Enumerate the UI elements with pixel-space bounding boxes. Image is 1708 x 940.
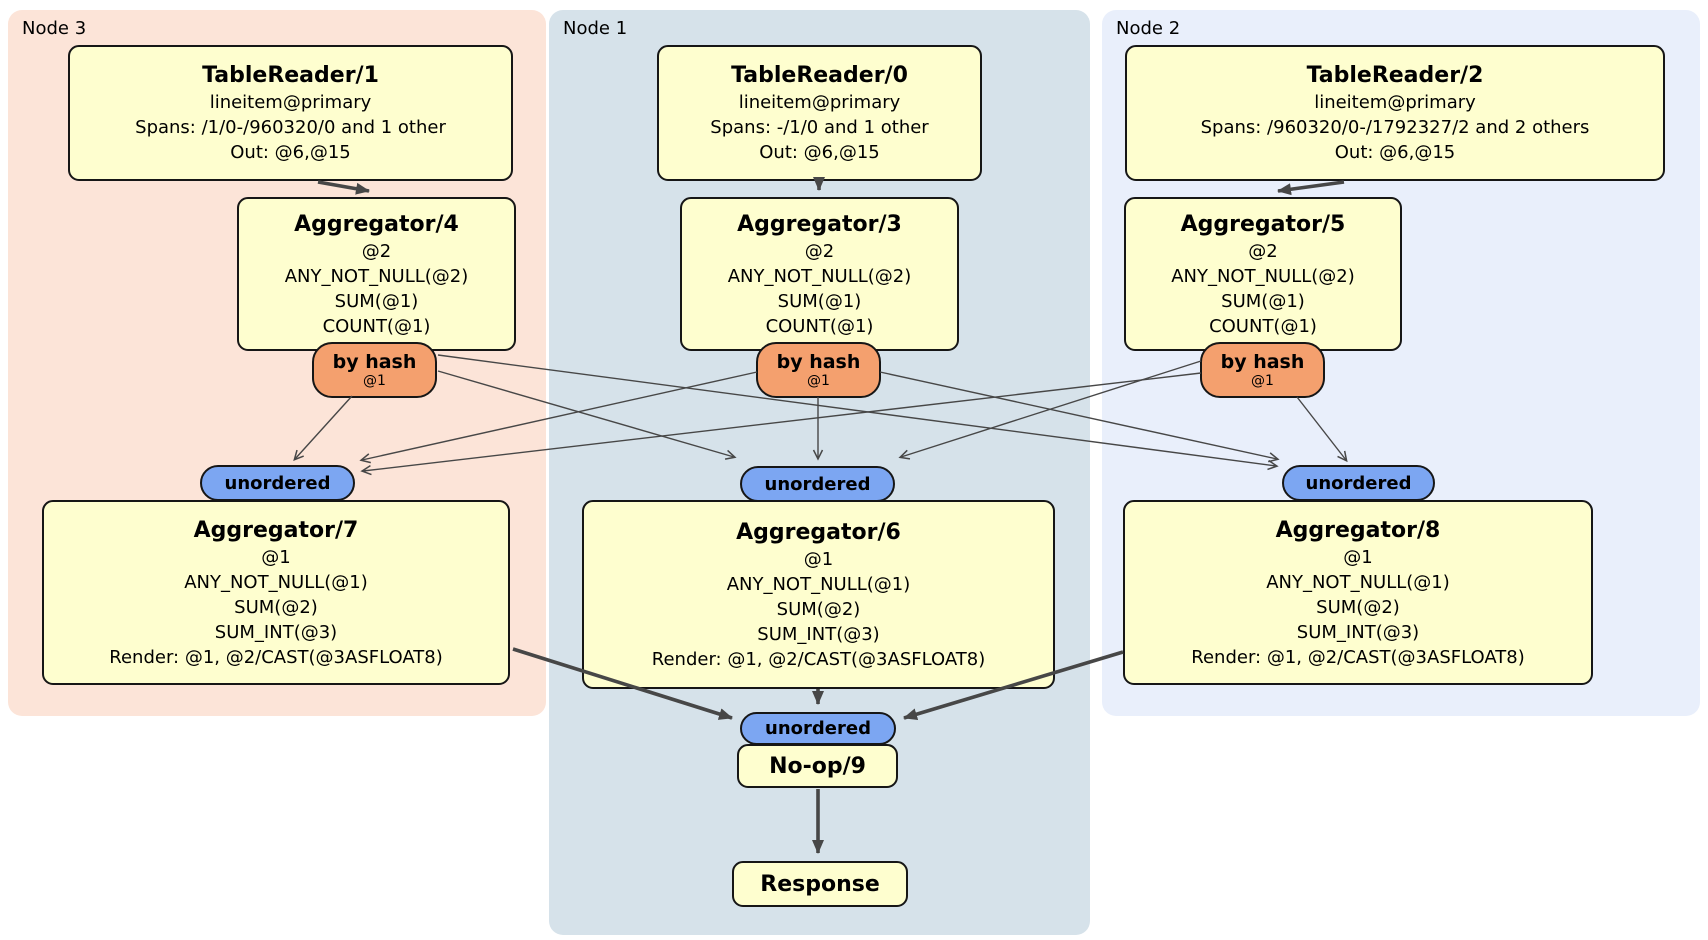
sync-unordered-node3: unordered <box>200 465 355 501</box>
router-detail: @1 <box>1251 372 1274 389</box>
sync-unordered-node1: unordered <box>740 466 895 502</box>
processor-title: Aggregator/6 <box>736 519 901 545</box>
processor-title: Aggregator/3 <box>737 211 902 237</box>
sync-unordered-final: unordered <box>740 712 896 745</box>
router-label: by hash <box>1220 350 1305 373</box>
processor-detail: SUM_INT(@3) <box>757 623 880 645</box>
processor-detail: Spans: /960320/0-/1792327/2 and 2 others <box>1200 117 1590 138</box>
processor-title: Response <box>760 871 880 897</box>
processor-detail: SUM_INT(@3) <box>1296 621 1420 643</box>
processor-detail: @2 <box>804 240 835 262</box>
processor-detail: Render: @1, @2/CAST(@3ASFLOAT8) <box>651 648 986 670</box>
processor-detail: @1 <box>1343 546 1373 568</box>
processor-detail: Out: @6,@15 <box>1334 142 1456 163</box>
router-label: by hash <box>776 350 861 373</box>
processor-detail: @1 <box>803 548 834 570</box>
processor-detail: @2 <box>361 240 392 262</box>
sync-label: unordered <box>765 718 871 739</box>
sync-label: unordered <box>764 473 871 495</box>
processor-detail: SUM_INT(@3) <box>214 621 338 643</box>
processor-detail: Out: @6,@15 <box>759 142 880 163</box>
processor-title: No-op/9 <box>769 753 866 779</box>
processor-title: TableReader/1 <box>202 63 379 88</box>
processor-detail: SUM(@2) <box>234 596 318 618</box>
processor-detail: ANY_NOT_NULL(@2) <box>727 265 912 287</box>
processor-detail: ANY_NOT_NULL(@1) <box>726 573 911 595</box>
processor-tablereader-0: TableReader/0 lineitem@primary Spans: -/… <box>657 45 982 181</box>
router-detail: @1 <box>363 372 386 389</box>
processor-detail: SUM(@2) <box>1316 596 1400 618</box>
processor-detail: COUNT(@1) <box>322 315 431 337</box>
processor-response: Response <box>732 861 908 907</box>
processor-detail: COUNT(@1) <box>765 315 874 337</box>
processor-detail: SUM(@1) <box>1221 290 1305 312</box>
processor-detail: ANY_NOT_NULL(@1) <box>1266 571 1450 593</box>
processor-detail: COUNT(@1) <box>1209 315 1317 337</box>
sync-label: unordered <box>1305 472 1412 494</box>
processor-detail: lineitem@primary <box>1314 92 1476 113</box>
processor-detail: Render: @1, @2/CAST(@3ASFLOAT8) <box>1191 646 1525 668</box>
processor-title: Aggregator/8 <box>1275 517 1441 543</box>
processor-noop-9: No-op/9 <box>737 744 898 788</box>
processor-aggregator-6: Aggregator/6 @1 ANY_NOT_NULL(@1) SUM(@2)… <box>582 500 1055 689</box>
processor-detail: Render: @1, @2/CAST(@3ASFLOAT8) <box>109 646 443 668</box>
processor-aggregator-3: Aggregator/3 @2 ANY_NOT_NULL(@2) SUM(@1)… <box>680 197 959 351</box>
processor-detail: ANY_NOT_NULL(@2) <box>1171 265 1355 287</box>
processor-detail: ANY_NOT_NULL(@1) <box>184 571 368 593</box>
router-label: by hash <box>332 350 417 373</box>
router-by-hash-node3: by hash @1 <box>312 342 437 398</box>
processor-title: Aggregator/7 <box>193 517 359 543</box>
processor-detail: ANY_NOT_NULL(@2) <box>284 265 469 287</box>
router-by-hash-node1: by hash @1 <box>756 342 881 398</box>
processor-detail: Spans: -/1/0 and 1 other <box>710 117 929 138</box>
node-panel-2-label: Node 2 <box>1116 18 1181 39</box>
processor-detail: SUM(@1) <box>777 290 862 312</box>
processor-title: Aggregator/5 <box>1180 211 1346 237</box>
processor-aggregator-7: Aggregator/7 @1 ANY_NOT_NULL(@1) SUM(@2)… <box>42 500 510 685</box>
processor-title: TableReader/2 <box>1306 63 1484 88</box>
node-panel-1-label: Node 1 <box>563 18 628 39</box>
router-by-hash-node2: by hash @1 <box>1200 342 1325 398</box>
sync-unordered-node2: unordered <box>1282 465 1435 501</box>
processor-detail: SUM(@1) <box>334 290 419 312</box>
processor-aggregator-4: Aggregator/4 @2 ANY_NOT_NULL(@2) SUM(@1)… <box>237 197 516 351</box>
processor-aggregator-5: Aggregator/5 @2 ANY_NOT_NULL(@2) SUM(@1)… <box>1124 197 1402 351</box>
processor-detail: lineitem@primary <box>209 92 372 113</box>
router-detail: @1 <box>807 372 830 389</box>
processor-title: Aggregator/4 <box>294 211 459 237</box>
processor-detail: SUM(@2) <box>776 598 861 620</box>
sync-label: unordered <box>224 472 331 494</box>
processor-aggregator-8: Aggregator/8 @1 ANY_NOT_NULL(@1) SUM(@2)… <box>1123 500 1593 685</box>
node-panel-3-label: Node 3 <box>22 18 87 39</box>
processor-detail: @1 <box>261 546 291 568</box>
processor-detail: Spans: /1/0-/960320/0 and 1 other <box>135 117 446 138</box>
processor-tablereader-2: TableReader/2 lineitem@primary Spans: /9… <box>1125 45 1665 181</box>
processor-detail: Out: @6,@15 <box>230 142 351 163</box>
processor-title: TableReader/0 <box>731 63 908 88</box>
processor-detail: lineitem@primary <box>738 92 901 113</box>
processor-tablereader-1: TableReader/1 lineitem@primary Spans: /1… <box>68 45 513 181</box>
processor-detail: @2 <box>1248 240 1278 262</box>
